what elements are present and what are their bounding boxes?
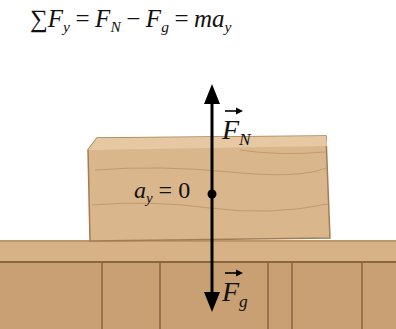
subscript: y [225,18,232,35]
table-edge [0,240,396,242]
subscript: N [110,18,120,35]
symbol-text: F [146,5,161,32]
wood-grain [92,150,328,211]
symbol-text: = 0 [159,177,191,203]
fence [0,262,396,329]
block-top [88,136,327,150]
center-dot [208,190,217,199]
subscript: g [161,18,169,35]
symbol-text: = [76,5,90,32]
symbol-text: = [174,5,188,32]
symbol-text: − [126,5,140,32]
gravity-force-arrow [204,194,220,312]
equation: ∑Fy=FN−Fg=may [30,6,231,35]
subscript: y [63,18,70,35]
symbol-text: a [134,177,146,203]
normal-force-label: FN [222,106,251,148]
table-edge [0,261,396,263]
subscript: g [239,292,248,311]
fence-planks [102,262,362,329]
wood-block [88,136,330,241]
normal-force-arrow [204,84,220,194]
gravity-force-label: Fg [222,268,248,310]
symbol-text: ma [194,5,225,32]
symbol-text: F [48,5,63,32]
subscript: N [239,130,251,149]
subscript: y [146,190,153,206]
table-top [0,240,396,262]
symbol-text: F [95,5,110,32]
acceleration-label: ay = 0 [134,178,190,206]
symbol-text: F [222,276,239,307]
symbol-text: ∑ [30,5,48,32]
symbol-text: F [222,114,239,145]
